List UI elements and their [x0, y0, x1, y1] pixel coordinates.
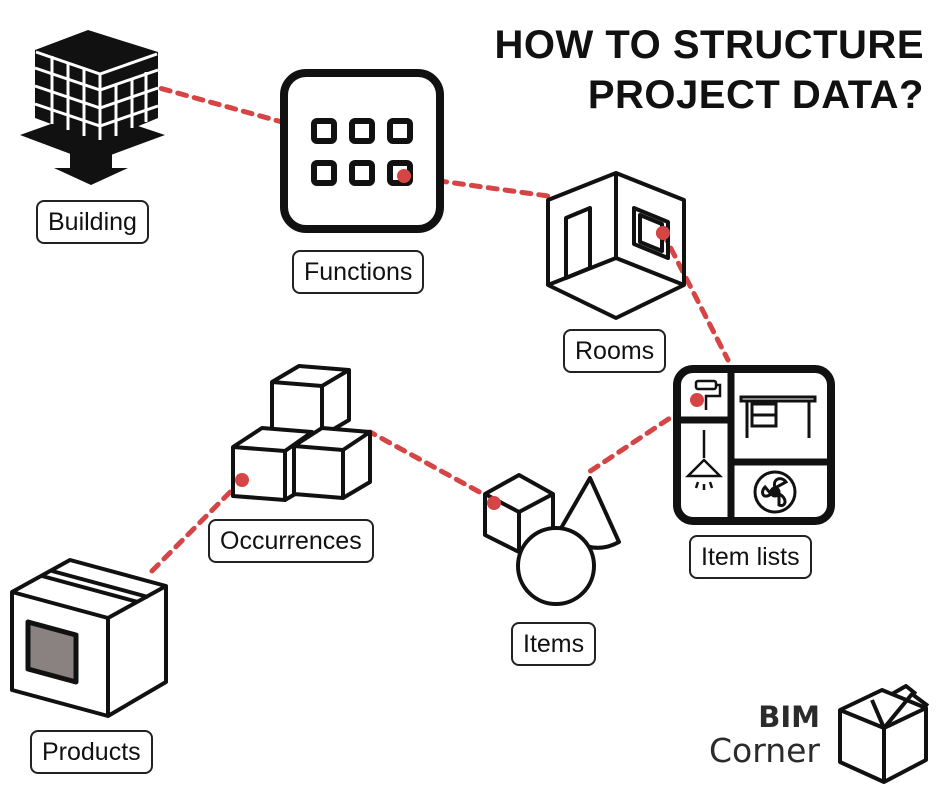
grid-icon	[280, 69, 444, 233]
brand-line-2: Corner	[708, 731, 820, 770]
paint-roller-icon	[694, 379, 722, 410]
desk-icon	[739, 395, 817, 438]
label-products: Products	[30, 730, 153, 774]
box-icon	[10, 558, 168, 718]
shapes-icon	[483, 473, 621, 606]
pendant-lamp-icon	[684, 430, 724, 490]
connector-occurrences-products	[145, 477, 245, 578]
fan-icon	[753, 470, 797, 514]
dot-rooms-top	[656, 226, 670, 240]
bim-corner-box-icon	[838, 684, 930, 784]
dot-item-lists-top	[690, 393, 704, 407]
label-occurrences: Occurrences	[208, 519, 374, 563]
connector-rooms-item-lists	[660, 230, 731, 363]
title-line-1: HOW TO STRUCTURE	[494, 23, 924, 67]
connector-building-functions	[142, 81, 285, 125]
brand-line-1: BIM	[758, 700, 820, 734]
item-lists-icon	[673, 365, 835, 525]
dot-occurrences-top	[235, 473, 249, 487]
building-icon	[20, 30, 165, 185]
connector-items-occurrences	[367, 429, 497, 503]
label-item-lists: Item lists	[689, 535, 812, 579]
label-rooms: Rooms	[563, 329, 667, 373]
label-functions: Functions	[292, 250, 425, 294]
stacked-cubes-icon	[231, 364, 372, 502]
dot-functions-top	[397, 169, 411, 183]
dot-items-top	[487, 496, 501, 510]
label-building: Building	[36, 200, 149, 244]
room-icon	[546, 171, 686, 320]
label-items: Items	[511, 622, 597, 666]
title-line-2: PROJECT DATA?	[587, 73, 924, 117]
